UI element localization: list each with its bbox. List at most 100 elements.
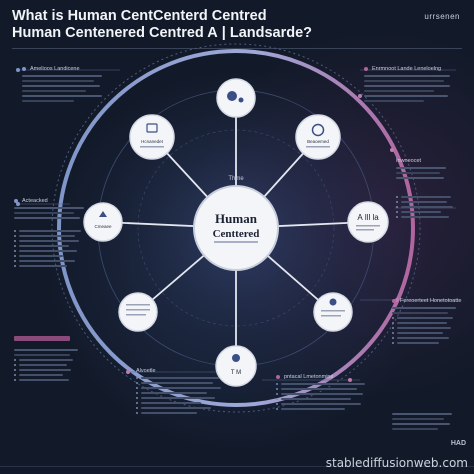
node-right: A lll la: [347, 201, 389, 243]
text-line: [19, 265, 67, 267]
node-bottom-right: [313, 292, 353, 332]
bullet-row: [276, 383, 376, 385]
panel-right-low-heading: Fereoerteet Honetotoatte: [400, 298, 462, 304]
bullet-dot: [136, 397, 138, 399]
bullet-dot: [136, 407, 138, 409]
node-label-right: A lll la: [357, 213, 379, 222]
panel-right-low-header: Fereoerteet Honetotoatte: [392, 298, 462, 304]
node-subline: [126, 309, 150, 311]
text-line: [396, 177, 444, 179]
text-line: [19, 240, 79, 242]
bullet-dot: [396, 201, 398, 203]
inner-dashed-ring: [137, 129, 335, 327]
bullet-row: [14, 240, 90, 242]
bullet-row: [136, 412, 228, 414]
bullet-dot: [14, 369, 16, 371]
bullet-dot: [392, 327, 394, 329]
text-line: [397, 342, 439, 344]
node-subline: [356, 229, 374, 231]
bullet-row: [14, 260, 90, 262]
title-line-1: What is Human CentCenterd Centred: [12, 8, 267, 24]
page-title: What is Human CentCenterd Centred Human …: [12, 8, 312, 42]
node-label-left: Cmeaee: [94, 224, 112, 229]
text-line: [396, 167, 446, 169]
title-line-2: Human Centenered Centred A | Landsarde?: [12, 25, 313, 41]
text-line: [397, 327, 451, 329]
panel-top-left-heading: Amelioos Landicene: [30, 66, 80, 72]
bullet-row: [136, 392, 228, 394]
center-top-label: Thme: [228, 176, 244, 182]
panel-bottom-mid-header: Alvoetle: [136, 368, 228, 374]
bullet-row: [14, 359, 84, 361]
bullet-dot: [14, 260, 16, 262]
panel-right-mid-heading: Inwneocet: [396, 158, 422, 164]
bullet-dot: [276, 398, 278, 400]
bullet-row: [14, 245, 90, 247]
panel-top-left-header: Amelioos Landicene: [22, 66, 108, 72]
bullet-dot: [392, 322, 394, 324]
text-line: [281, 388, 357, 390]
panel-right-mid: Inwneocet: [396, 158, 460, 218]
panel-bottom-mid-heading: Alvoetle: [136, 368, 156, 374]
bullet-dot: [14, 374, 16, 376]
panel-bottom-right-heading: pntacal Lmetonmine: [284, 374, 334, 380]
text-line: [281, 398, 351, 400]
text-line: [401, 196, 451, 198]
text-line: [397, 332, 443, 334]
spacer: [396, 179, 460, 193]
bullet-row: [392, 342, 462, 344]
text-line: [364, 95, 448, 97]
text-line: [19, 374, 63, 376]
bullet-row: [276, 403, 376, 405]
text-line: [141, 407, 211, 409]
brain-icon: [311, 123, 325, 137]
bullet-dot: [14, 245, 16, 247]
panel-far-right-bottom: [392, 410, 462, 430]
text-line: [14, 354, 70, 356]
bullet-dot: [14, 364, 16, 366]
bullet-dot: [136, 382, 138, 384]
bullet-dot: [396, 206, 398, 208]
node-subline: [356, 225, 380, 227]
bullet-dot: [136, 387, 138, 389]
bullet-row: [136, 402, 228, 404]
text-line: [14, 212, 74, 214]
panel-left-mid-heading: Acteacked: [22, 198, 48, 204]
bullet-row: [276, 388, 376, 390]
text-line: [19, 255, 63, 257]
bullet-dot: [14, 265, 16, 267]
node-top-left: Hcnanedet: [129, 114, 175, 160]
node-subline: [321, 315, 341, 317]
text-line: [19, 379, 69, 381]
text-line: [14, 217, 80, 219]
text-line: [281, 393, 363, 395]
text-line: [392, 413, 452, 415]
node-label-top-left: Hcnanedet: [141, 139, 164, 144]
bullet-row: [396, 216, 460, 218]
center-title-line-2: Centtered: [213, 228, 260, 240]
text-line: [397, 337, 449, 339]
text-line: [141, 397, 215, 399]
bullet-dot: [276, 403, 278, 405]
panel-left-bottom: [14, 346, 84, 381]
bullet-icon: [276, 375, 280, 379]
head-icon: [227, 91, 237, 101]
text-line: [19, 230, 81, 232]
panel-bottom-right-header: pntacal Lmetonmine: [276, 374, 376, 380]
bullet-row: [14, 255, 90, 257]
person-icon: [99, 211, 107, 217]
spacer: [14, 219, 90, 227]
header-divider: [12, 48, 462, 49]
center-subline: [214, 241, 258, 243]
bullet-row: [396, 206, 460, 208]
text-line: [19, 245, 69, 247]
panel-top-right: Enrmnoot Lande Leneloelng: [364, 66, 456, 102]
bullet-row: [136, 387, 228, 389]
text-line: [401, 216, 449, 218]
bullet-dot: [392, 337, 394, 339]
outer-ring: [57, 49, 415, 407]
bullet-row: [136, 382, 228, 384]
bullet-row: [14, 374, 84, 376]
text-line: [141, 387, 221, 389]
text-line: [22, 75, 102, 77]
